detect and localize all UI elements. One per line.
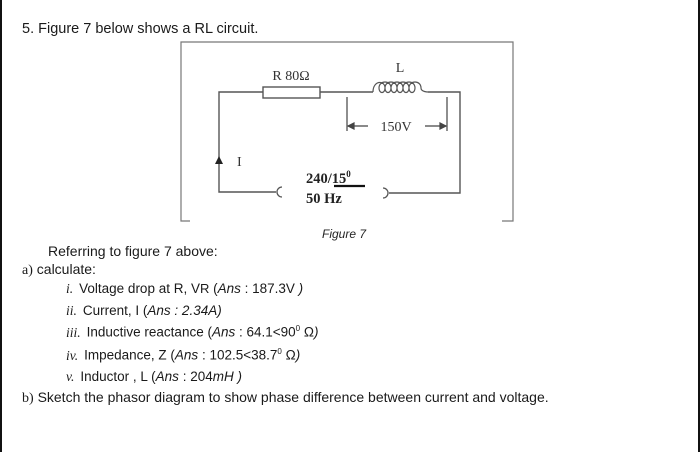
circuit-diagram: R 80Ω L 150V I 240/150 50 Hz	[180, 41, 514, 222]
list-item: ii. Current, I (Ans : 2.34A)	[66, 303, 222, 319]
current-arrow-icon	[215, 156, 223, 164]
answer-value: : 102.5<38.7	[198, 347, 278, 363]
question-text: Figure 7 below shows a RL circuit.	[38, 21, 259, 37]
inductor-voltage-label: 150V	[380, 120, 411, 135]
answer-label: Ans : 2.34A	[147, 303, 218, 318]
answer-label: Ans	[211, 324, 236, 340]
item-text: Inductive reactance	[86, 324, 204, 340]
answer-value: : 64.1<90	[235, 324, 296, 340]
paren-open: (	[203, 324, 212, 340]
item-number: ii.	[66, 303, 77, 318]
figure-frame	[180, 41, 514, 222]
degree-sup: 0	[295, 324, 301, 333]
paren-open: (	[166, 347, 175, 363]
source-angle-degree: 0	[346, 169, 351, 179]
source-angle: 15	[332, 171, 347, 187]
answer-unit: Ω	[281, 347, 296, 363]
question-number: 5.	[22, 21, 35, 37]
list-item: iv. Impedance, Z (Ans : 102.5<38.70 Ω)	[66, 347, 300, 364]
question-title: 5. Figure 7 below shows a RL circuit.	[22, 21, 258, 37]
item-text: Impedance, Z	[84, 347, 167, 363]
list-item: i. Voltage drop at R, VR (Ans : 187.3V )	[66, 281, 303, 297]
resistor-symbol	[262, 86, 321, 99]
item-number: iv.	[66, 347, 79, 363]
page-border-left	[0, 0, 2, 452]
item-subscript: R	[199, 281, 210, 296]
answer-unit: Ω	[300, 324, 314, 340]
degree-sup: 0	[277, 347, 282, 356]
resistor-label: R 80Ω	[272, 69, 309, 84]
part-b: b) Sketch the phasor diagram to show pha…	[22, 389, 549, 407]
item-text: Current, I	[82, 303, 140, 318]
source-value: 240/150	[306, 169, 351, 187]
source-terminal-left	[276, 186, 283, 198]
answer-value: : 204	[178, 369, 213, 384]
part-a: a) calculate:	[22, 261, 96, 279]
answer-label: Ans	[217, 281, 241, 296]
answer-unit: mH	[212, 369, 238, 384]
paren-open: (	[139, 303, 148, 318]
part-a-text: calculate:	[36, 261, 96, 277]
item-text: Inductor , L	[80, 369, 148, 384]
paren-close: )	[237, 369, 242, 384]
part-b-label: b)	[22, 391, 34, 406]
circuit-wires	[218, 91, 461, 194]
list-item: v. Inductor , L (Ans : 204mH )	[66, 369, 242, 385]
item-number: v.	[66, 369, 75, 384]
source-terminal-right	[382, 187, 389, 199]
inductor-symbol	[372, 81, 429, 94]
answer-value: : 187.3V	[240, 281, 299, 296]
voltage-measure-brackets	[346, 97, 448, 131]
current-label: I	[237, 155, 242, 170]
item-number: i.	[66, 281, 74, 296]
item-number: iii.	[66, 324, 81, 340]
figure-caption: Figure 7	[322, 227, 367, 241]
paren-close: )	[298, 281, 304, 296]
referring-text: Referring to figure 7 above:	[48, 243, 218, 259]
answer-label: Ans	[174, 347, 199, 363]
page-border-right	[698, 0, 700, 452]
source-frequency: 50 Hz	[306, 191, 342, 207]
answer-label: Ans	[155, 369, 179, 384]
list-item: iii.Inductive reactance (Ans : 64.1<900 …	[66, 324, 318, 341]
part-a-label: a)	[22, 263, 33, 278]
paren-close: )	[313, 324, 319, 340]
part-b-text: Sketch the phasor diagram to show phase …	[37, 389, 549, 405]
paren-open: (	[147, 369, 156, 384]
paren-close: )	[217, 303, 222, 318]
paren-close: )	[295, 347, 301, 363]
item-text: Voltage drop at R, V	[79, 281, 200, 296]
inductor-label: L	[396, 61, 405, 76]
paren-open: (	[209, 281, 218, 296]
